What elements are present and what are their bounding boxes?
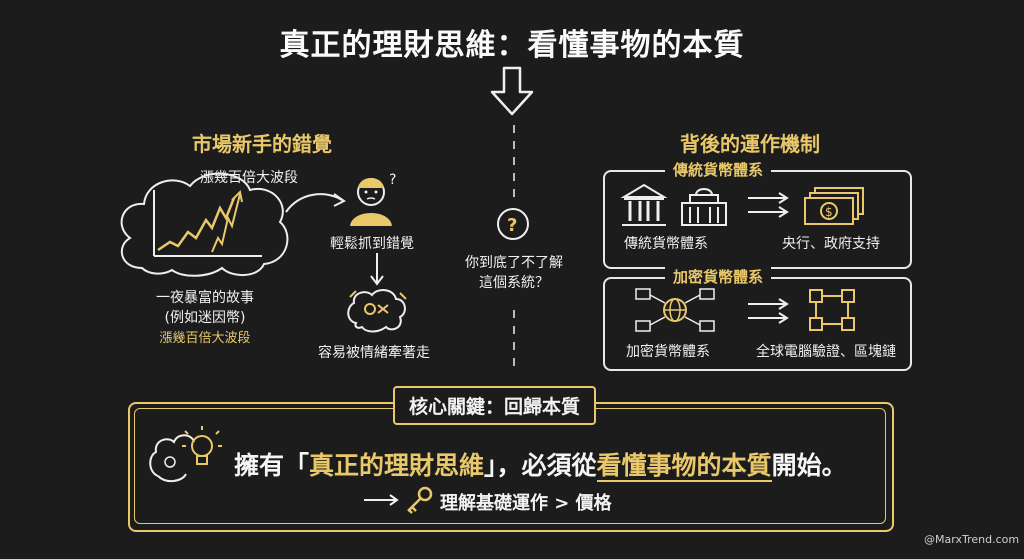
svg-text:$: $ [825,205,833,219]
double-arrow-icon [748,298,789,324]
story-line3: 漲幾百倍大波段 [159,331,251,346]
double-arrow-icon [748,192,789,218]
key-sub-text: 理解基礎運作 > 價格 [440,493,612,514]
traditional-left-caption: 傳統貨幣體系 [624,236,708,252]
key-sentence-highlight1: 真正的理財思維 [309,451,485,480]
page-title: 真正的理財思維：看懂事物的本質 [279,28,745,63]
question-text: 你到底了不了解 這個系統？ [452,252,576,292]
key-sentence-highlight2: 看懂事物的本質 [596,451,772,482]
cloud-chart-icon [120,172,289,277]
confused-person-icon: ? [350,172,396,227]
computer-network-icon [635,288,715,332]
traditional-right-caption: 央行、政府支持 [782,236,880,252]
key-sentence-part3: 開始。 [771,451,847,480]
story-text: 一夜暴富的故事 (例如迷因幣) 漲幾百倍大波段 [135,287,275,346]
surge-label: 漲幾百倍大波段 [200,170,298,186]
watermark: @MarxTrend.com [924,533,1020,546]
key-icon [407,486,433,514]
crypto-right-caption: 全球電腦驗證、區塊鏈 [756,344,896,360]
svg-text:?: ? [389,172,396,188]
down-small-arrow-icon [370,253,384,286]
brain-lightbulb-icon [149,426,222,482]
svg-text:?: ? [507,215,517,236]
question-icon: ? [497,208,529,240]
down-arrow-icon [490,66,534,116]
key-sentence-part1: 擁有「 [234,451,310,480]
right-heading: 背後的運作機制 [680,132,820,156]
center-divider [513,125,515,370]
story-line2: (例如迷因幣) [164,310,246,326]
capitol-building-icon [681,188,727,226]
question-line1: 你到底了不了解 [465,255,563,271]
bank-building-icon [620,183,727,226]
cash-stack-icon: $ [804,187,864,225]
key-title: 核心關鍵：回歸本質 [393,386,597,425]
traditional-box-title: 傳統貨幣體系 [665,159,772,180]
question-line2: 這個系統？ [479,275,549,291]
crypto-box-title: 加密貨幣體系 [665,266,772,287]
left-heading: 市場新手的錯覺 [192,132,332,156]
key-sentence-part2: 」，必須從 [484,451,597,480]
illusion-label: 輕鬆抓到錯覺 [330,236,414,252]
curved-arrow-icon [285,193,346,213]
emotion-label: 容易被情緒牽著走 [318,345,430,361]
brain-icon [347,289,407,333]
story-line1: 一夜暴富的故事 [156,290,254,306]
right-arrow-icon [364,494,399,506]
blockchain-icon [809,289,855,331]
crypto-left-caption: 加密貨幣體系 [626,344,710,360]
key-sentence: 擁有「真正的理財思維」，必須從看懂事物的本質開始。 [234,446,847,482]
